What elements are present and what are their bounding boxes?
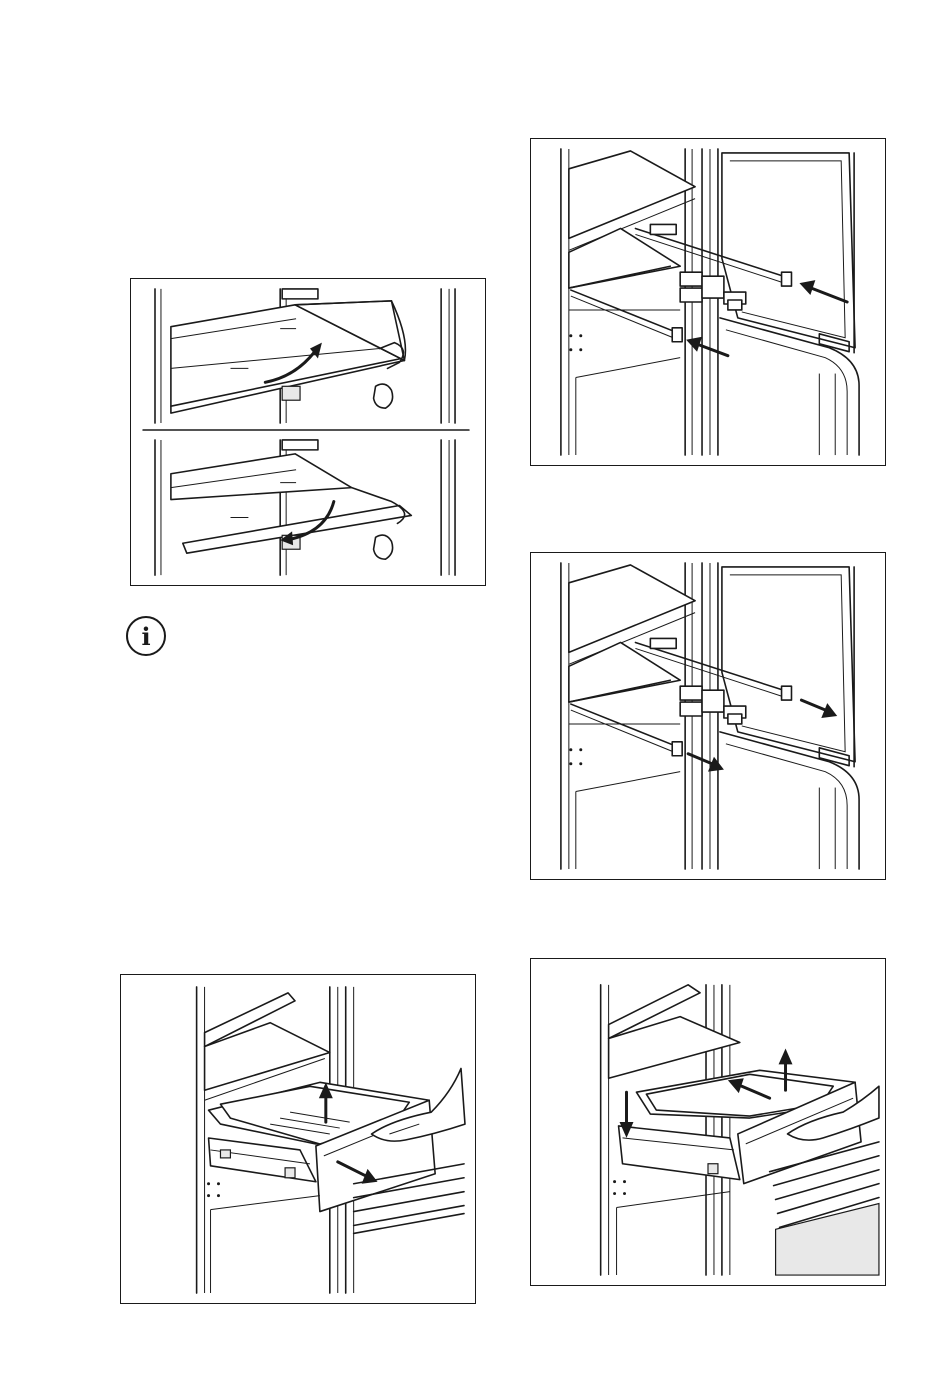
drawer-illustration-icon bbox=[121, 975, 475, 1303]
shelf-flip-figure bbox=[130, 278, 486, 586]
drawer-illustration-icon bbox=[531, 959, 885, 1285]
shelf-illustration-icon bbox=[131, 279, 485, 585]
door-rail-illustration-icon bbox=[531, 139, 885, 465]
door-rail-remove-figure bbox=[530, 552, 886, 880]
door-rail-illustration-icon bbox=[531, 553, 885, 879]
info-icon: i bbox=[124, 614, 168, 658]
door-rail-insert-figure bbox=[530, 138, 886, 466]
drawer-insert-figure bbox=[530, 958, 886, 1286]
drawer-remove-figure bbox=[120, 974, 476, 1304]
svg-text:i: i bbox=[141, 622, 150, 651]
